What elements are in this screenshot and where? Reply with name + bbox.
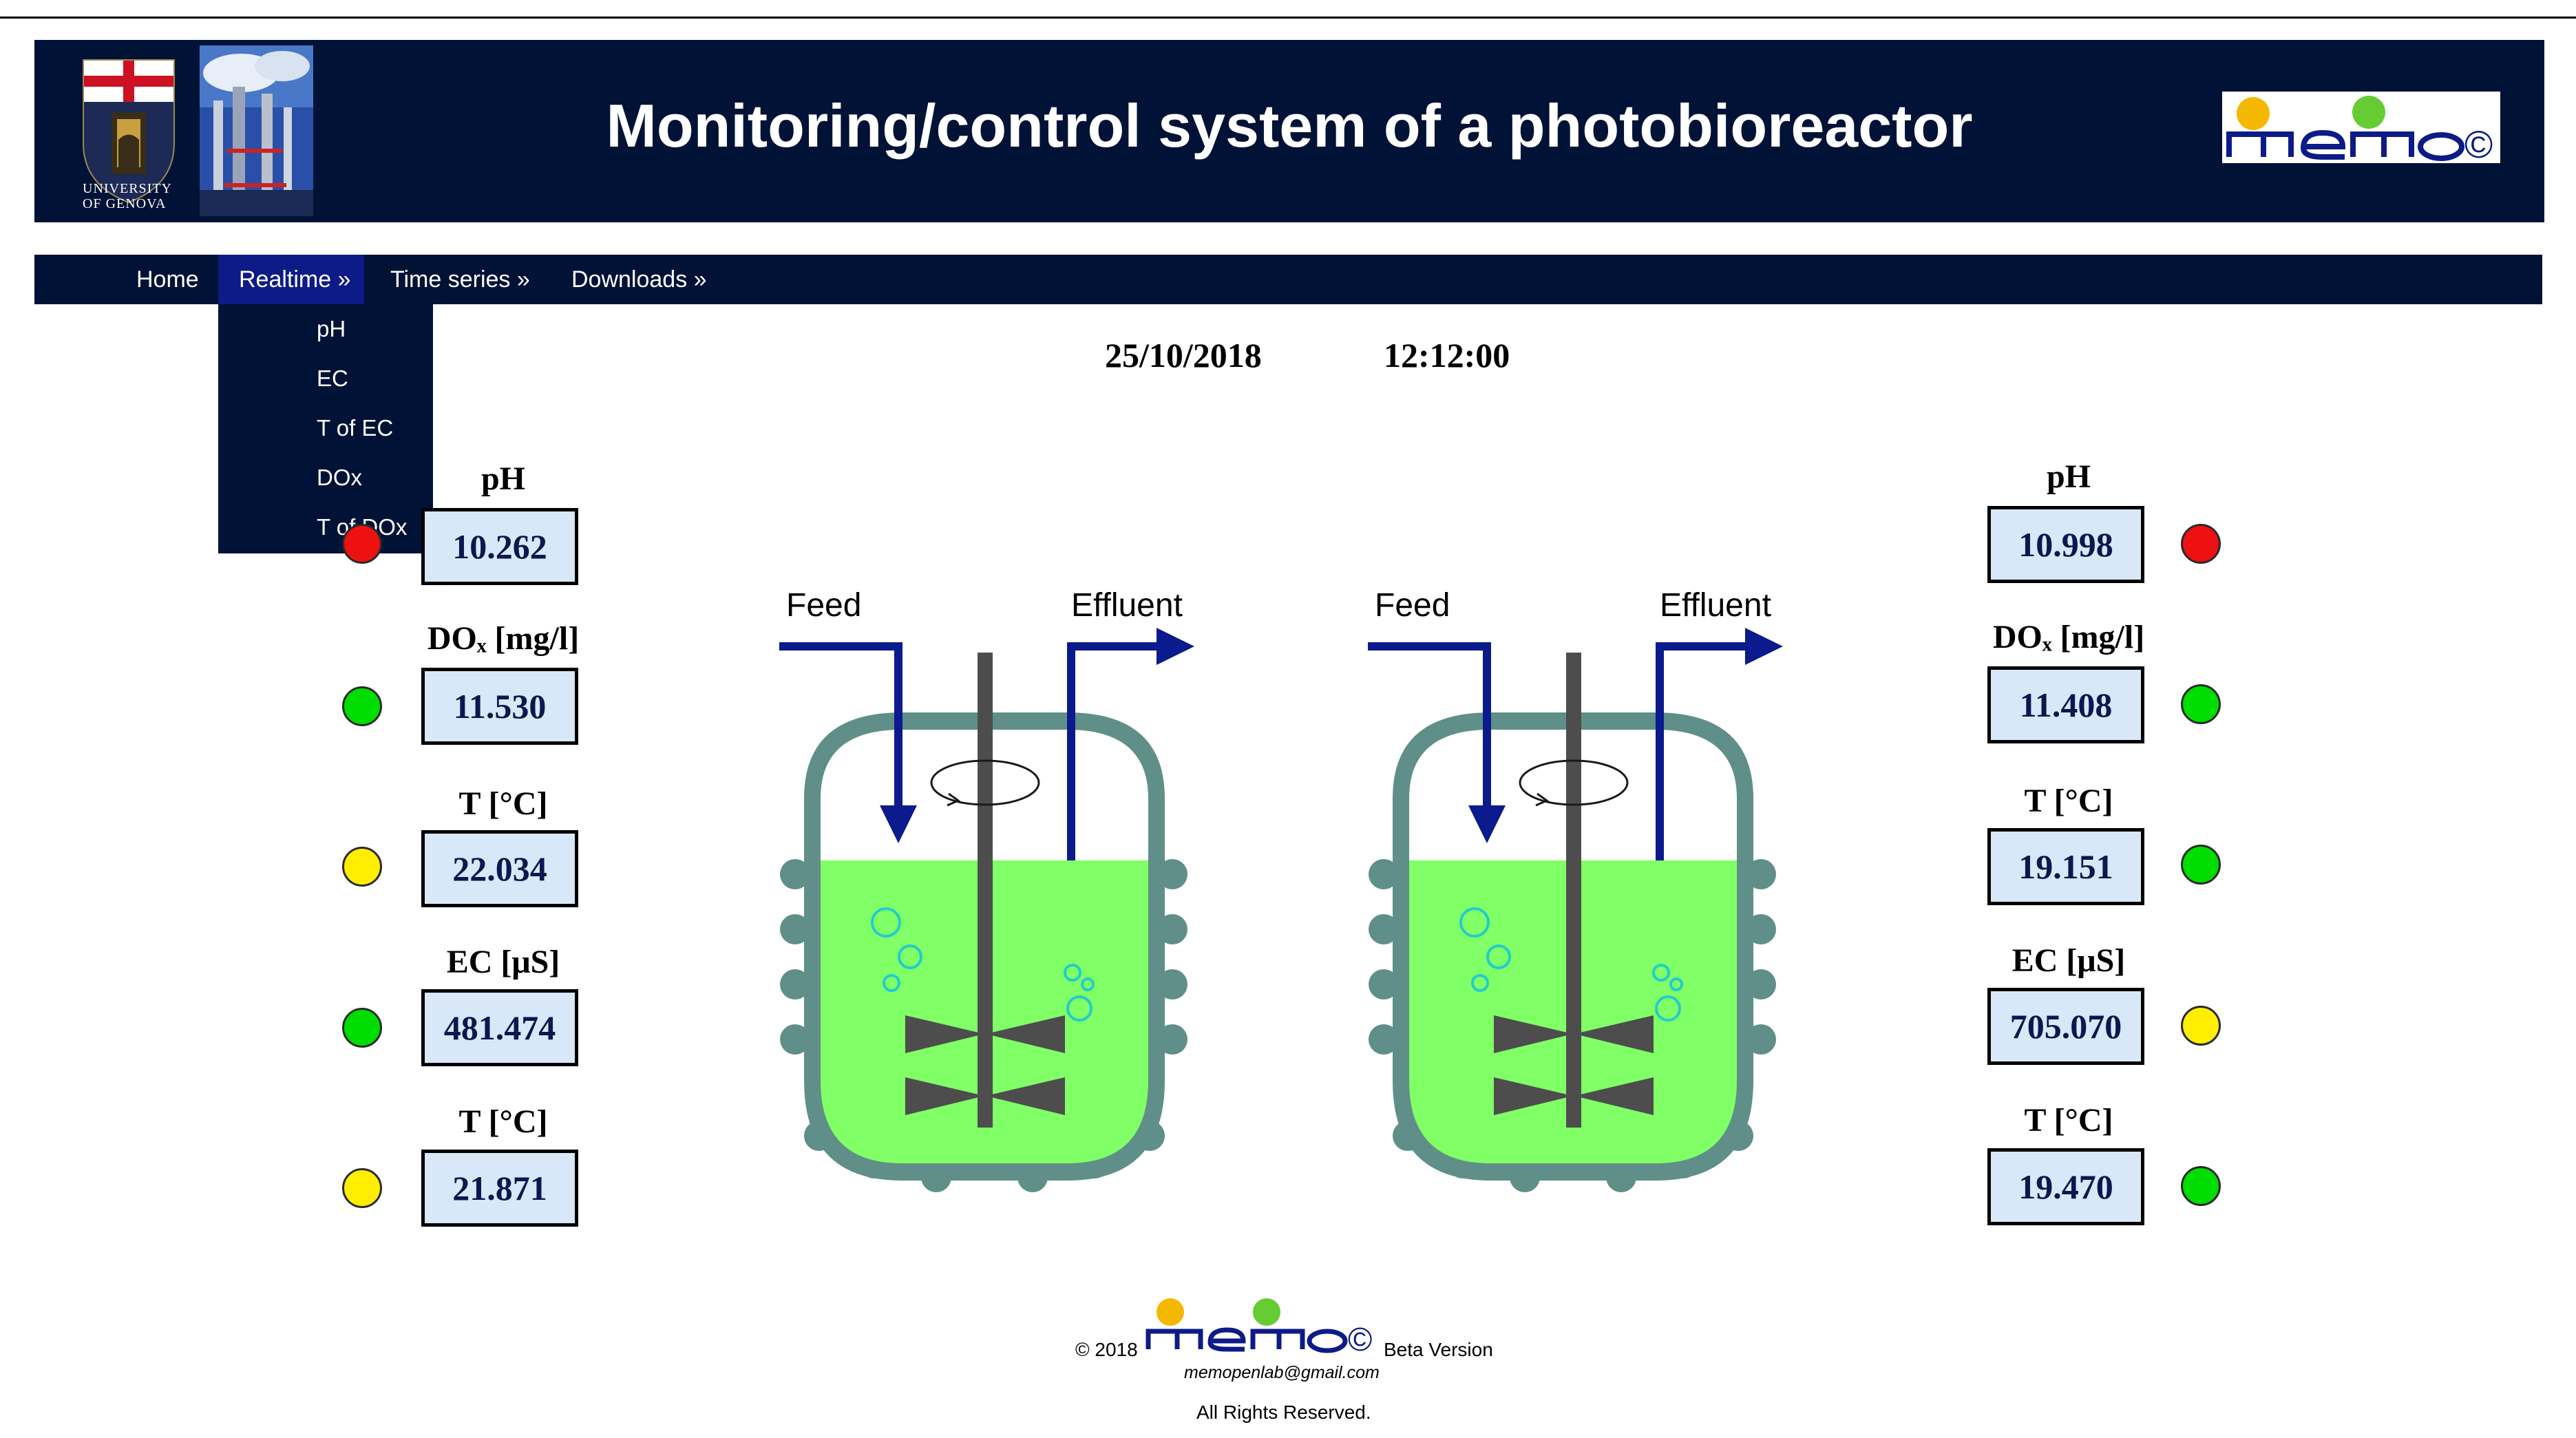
header-banner: UNIVERSITY OF GENOVA Monitoring/control … (34, 40, 2544, 222)
feed-label: Feed (1375, 587, 1450, 624)
left-sensor-label: DOₓ [mg/l] (427, 620, 580, 657)
left-sensor-value: 10.262 (421, 508, 578, 585)
nav-realtime[interactable]: Realtime » (218, 255, 364, 304)
left-sensor-label: pH (481, 461, 526, 497)
left-sensor-value: 22.034 (421, 830, 578, 907)
top-rule (0, 17, 2576, 19)
impeller (905, 1015, 1065, 1115)
right-sensor-value: 19.151 (1987, 828, 2144, 905)
left-status-led (342, 686, 382, 726)
left-sensor-value: 11.530 (421, 668, 578, 745)
left-status-led (342, 847, 382, 887)
menu-item-dox[interactable]: DOx (317, 465, 362, 490)
footer-version: Beta Version (1384, 1339, 1493, 1360)
university-line-2: OF GENOVA (83, 196, 167, 211)
rotation-arrow-icon (1519, 759, 1629, 807)
memo-logo: © (2222, 92, 2500, 166)
right-sensor-label: EC [μS] (2012, 942, 2126, 979)
right-status-led (2181, 1006, 2221, 1046)
footer-rights: All Rights Reserved. (1196, 1402, 1371, 1423)
menu-item-ph[interactable]: pH (317, 316, 346, 341)
right-sensor-label: pH (2046, 458, 2091, 495)
menu-item-ec[interactable]: EC (317, 366, 348, 391)
right-sensor-label: DOₓ [mg/l] (1992, 619, 2145, 655)
university-name: UNIVERSITY OF GENOVA (83, 181, 193, 211)
stirrer-shaft (1566, 653, 1581, 1128)
effluent-arrow-icon (1656, 628, 1783, 860)
feed-arrow-icon (1368, 642, 1506, 843)
stirrer-shaft (978, 653, 993, 1128)
effluent-arrow-icon (1067, 628, 1194, 860)
university-crest-icon (83, 59, 175, 204)
university-line-1: UNIVERSITY (83, 181, 172, 196)
page-title: Monitoring/control system of a photobior… (606, 92, 1973, 160)
left-status-led (342, 1008, 382, 1048)
photobioreactor-1: Feed Effluent (779, 587, 1194, 1192)
left-status-led (342, 524, 382, 564)
nav-downloads[interactable]: Downloads » (571, 266, 707, 293)
reading-date: 25/10/2018 (1105, 336, 1262, 374)
footer-copyright: © 2018 (1075, 1339, 1138, 1360)
memo-logo-icon: © (2226, 96, 2493, 166)
right-status-led (2181, 684, 2221, 724)
feed-arrow-icon (779, 642, 917, 843)
menu-item-t-of-ec[interactable]: T of EC (317, 415, 394, 441)
svg-text:©: © (2464, 123, 2493, 163)
nav-bar: Home Realtime » Time series » Downloads … (34, 255, 2542, 304)
rotation-arrow-icon (930, 759, 1040, 807)
left-sensor-value: 21.871 (421, 1150, 578, 1227)
left-sensor-label: EC [μS] (446, 944, 560, 980)
left-sensor-label: T [°C] (458, 785, 548, 822)
right-status-led (2181, 845, 2221, 885)
right-status-led (2181, 1166, 2221, 1206)
reading-time: 12:12:00 (1384, 336, 1510, 374)
footer-memo-logo-icon: © (1146, 1298, 1372, 1358)
impeller (1494, 1015, 1654, 1115)
bubbles (871, 907, 1095, 1022)
left-sensor-value: 481.474 (421, 989, 578, 1066)
reactor-photo-image (200, 45, 313, 216)
right-sensor-value: 705.070 (1987, 988, 2144, 1065)
left-status-led (342, 1168, 382, 1208)
effluent-label: Effluent (1071, 587, 1183, 624)
right-sensor-label: T [°C] (2024, 783, 2113, 819)
realtime-dropdown-menu: pH EC T of EC DOx T of DOx (218, 304, 433, 553)
nav-home[interactable]: Home (136, 266, 199, 293)
svg-text:©: © (1348, 1322, 1372, 1358)
bubbles (1459, 907, 1683, 1022)
effluent-label: Effluent (1660, 587, 1771, 624)
nav-time-series[interactable]: Time series » (390, 266, 530, 293)
right-sensor-label: T [°C] (2024, 1102, 2113, 1139)
right-sensor-value: 11.408 (1987, 666, 2144, 743)
footer-email-link[interactable]: memopenlab@gmail.com (1184, 1363, 1380, 1382)
right-status-led (2181, 524, 2221, 564)
left-sensor-label: T [°C] (458, 1103, 548, 1140)
right-sensor-value: 10.998 (1987, 506, 2144, 583)
right-sensor-value: 19.470 (1987, 1148, 2144, 1225)
photobioreactor-2: Feed Effluent (1368, 587, 1783, 1192)
feed-label: Feed (786, 587, 861, 624)
